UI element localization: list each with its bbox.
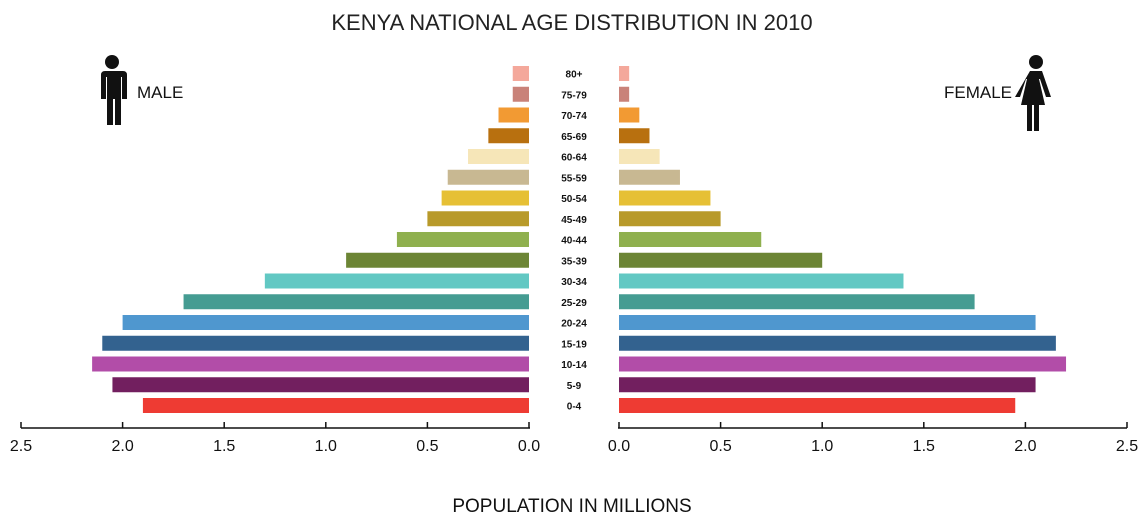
age-group-label: 70-74 [561,111,587,122]
x-tick-left-label: 1.0 [315,438,337,455]
bar-male-10-14 [92,356,530,372]
male-figure-icon [101,55,127,125]
bar-male-60-64 [468,149,529,164]
male-label: MALE [137,83,183,102]
bar-male-0-4 [142,398,530,413]
age-group-label: 25-29 [561,298,587,309]
age-group-label: 65-69 [561,132,587,143]
bar-male-80+ [512,66,529,81]
bar-male-30-34 [264,273,529,289]
x-axis-label: POPULATION IN MILLIONS [452,496,691,517]
bar-male-20-24 [122,315,529,330]
bar-female-70-74 [619,107,640,123]
bar-male-50-54 [441,190,529,206]
bar-female-60-64 [619,149,660,164]
bar-male-70-74 [498,107,529,123]
x-tick-left-label: 1.5 [213,438,235,455]
bar-female-45-49 [619,211,721,227]
bar-male-5-9 [112,377,529,393]
bar-female-15-19 [619,335,1056,351]
bar-female-75-79 [619,86,630,102]
age-group-label: 80+ [566,70,583,81]
age-group-label: 75-79 [561,90,587,101]
age-group-label: 10-14 [561,360,587,371]
age-labels-layer: 80+ 75-79 70-74 65-69 60-64 55-59 50-54 45-49 40… [561,70,587,413]
bar-female-50-54 [619,190,711,206]
age-group-label: 60-64 [561,153,587,164]
age-group-label: 30-34 [561,277,587,288]
bar-female-40-44 [619,232,762,247]
bar-male-15-19 [102,335,529,351]
bar-male-75-79 [512,86,529,102]
bar-female-80+ [619,66,630,81]
bar-female-35-39 [619,252,823,268]
age-group-label: 45-49 [561,215,587,226]
bar-male-40-44 [396,232,529,247]
bar-male-35-39 [346,252,529,268]
bar-female-30-34 [619,273,904,289]
x-tick-right-label: 2.5 [1116,438,1138,455]
bar-female-10-14 [619,356,1067,372]
bar-male-55-59 [447,169,529,185]
chart-title: KENYA NATIONAL AGE DISTRIBUTION IN 2010 [331,10,812,35]
x-tick-right-label: 1.0 [811,438,833,455]
bar-male-45-49 [427,211,529,227]
female-label: FEMALE [944,83,1012,102]
bar-female-65-69 [619,128,650,144]
female-figure-icon [1015,55,1051,131]
bar-male-65-69 [488,128,529,144]
x-tick-left-label: 0.5 [416,438,438,455]
x-tick-left-label: 2.5 [10,438,32,455]
x-tick-right-label: 2.0 [1014,438,1036,455]
x-tick-right-label: 0.0 [608,438,630,455]
bar-female-55-59 [619,169,680,185]
x-tick-left-label: 0.0 [518,438,540,455]
x-tick-left-label: 2.0 [111,438,133,455]
axis-layer: 2.5 2.0 1.5 1.0 0.5 0.0 0.0 0.5 1.0 1.5 2.0 2.5 [10,422,1138,455]
age-group-label: 50-54 [561,194,587,205]
bar-male-25-29 [183,294,529,310]
bars-layer [92,66,1067,413]
bar-female-0-4 [619,398,1016,413]
age-group-label: 5-9 [567,381,582,392]
age-group-label: 0-4 [567,402,582,413]
age-group-label: 20-24 [561,319,587,330]
age-group-label: 55-59 [561,173,587,184]
age-group-label: 35-39 [561,256,587,267]
x-tick-right-label: 0.5 [709,438,731,455]
age-group-label: 15-19 [561,339,587,350]
bar-female-5-9 [619,377,1036,393]
age-group-label: 40-44 [561,236,587,247]
bar-female-20-24 [619,315,1036,330]
bar-female-25-29 [619,294,975,310]
x-tick-right-label: 1.5 [913,438,935,455]
